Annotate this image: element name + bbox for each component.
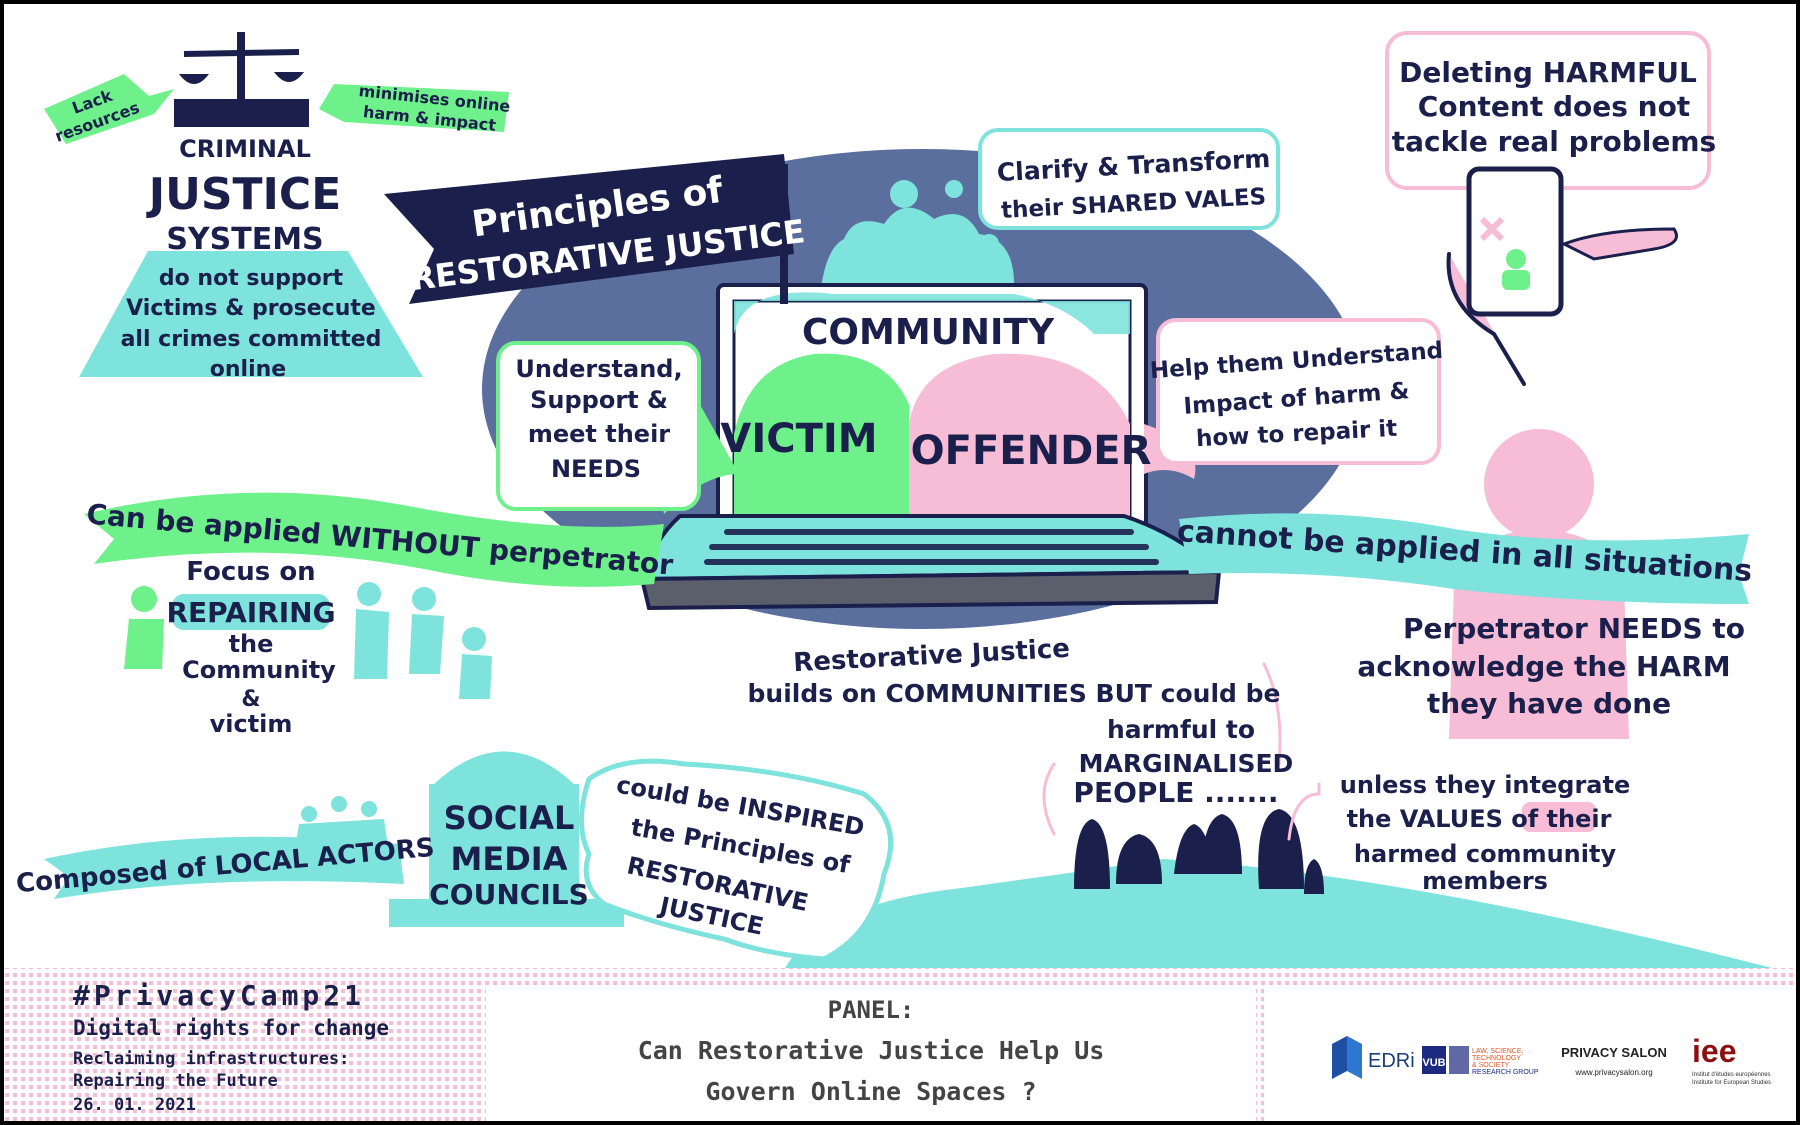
svg-text:RESEARCH GROUP: RESEARCH GROUP xyxy=(1472,1069,1539,1076)
edri-logo: EDRi xyxy=(1332,1036,1415,1079)
teal-hill xyxy=(785,859,1772,968)
svg-text:Institute for European Studies: Institute for European Studies xyxy=(1692,1080,1771,1086)
cj-body-3: all crimes committed xyxy=(121,327,382,352)
svg-text:www.privacysalon.org: www.privacysalon.org xyxy=(1574,1068,1652,1077)
understand-line-1: Understand, xyxy=(515,355,682,383)
svg-text:EDRi: EDRi xyxy=(1368,1050,1415,1072)
unless-line-3: harmed community xyxy=(1354,840,1617,868)
deleting-line-1: Deleting HARMFUL xyxy=(1399,56,1697,89)
footer-tagline: Digital rights for change xyxy=(73,1016,389,1040)
ribbon-without-perpetrator xyxy=(84,492,664,587)
smc-line-2: MEDIA xyxy=(451,840,568,878)
focus-line-4: Community xyxy=(182,656,336,684)
footer-hashtag: #PrivacyCamp21 xyxy=(73,979,365,1012)
communities-line-2: builds on COMMUNITIES BUT could be xyxy=(748,679,1281,708)
understand-line-4: NEEDS xyxy=(551,455,641,483)
inspired-bubble xyxy=(579,758,894,962)
iee-logo: iee Institut d'études européennes Instit… xyxy=(1692,1033,1771,1086)
repairing-highlight xyxy=(172,594,330,630)
smc-line-1: SOCIAL xyxy=(444,799,575,837)
lack-resources-tag xyxy=(44,74,174,144)
svg-text:Institut d'études européennes: Institut d'études européennes xyxy=(1692,1072,1771,1078)
communities-line-1: Restorative Justice xyxy=(793,634,1071,678)
privacy-salon-logo: PRIVACY SALON www.privacysalon.org xyxy=(1561,1045,1667,1077)
cj-body-2: Victims & prosecute xyxy=(126,296,376,321)
deleting-line-3: tackle real problems xyxy=(1392,125,1716,158)
perpetrator-line-1: Perpetrator NEEDS to xyxy=(1403,612,1745,645)
communities-line-3: harmful to xyxy=(1107,715,1255,744)
laptop-illustration xyxy=(639,283,1222,611)
focus-line-1: Focus on xyxy=(186,557,315,587)
focus-line-3: the xyxy=(229,630,274,658)
footer-theme-1: Reclaiming infrastructures: xyxy=(73,1049,349,1069)
cj-title-2: JUSTICE xyxy=(146,169,342,220)
principles-banner xyxy=(384,154,794,304)
cj-title-3: SYSTEMS xyxy=(166,222,323,257)
values-highlight xyxy=(1522,802,1596,832)
ribbon-all-situations xyxy=(1179,513,1749,604)
focus-line-2: REPAIRING xyxy=(166,596,335,629)
unless-line-1: unless they integrate xyxy=(1340,771,1630,799)
svg-text:TECHNOLOGY: TECHNOLOGY xyxy=(1472,1055,1521,1062)
victim-label: VICTIM xyxy=(720,416,877,462)
svg-text:& SOCIETY: & SOCIETY xyxy=(1472,1062,1510,1069)
offender-label: OFFENDER xyxy=(911,428,1152,474)
vub-lsts-logo: VUB LAW, SCIENCE, TECHNOLOGY & SOCIETY R… xyxy=(1422,1046,1539,1076)
community-label: COMMUNITY xyxy=(802,312,1055,353)
cj-body-1: do not support xyxy=(159,266,344,291)
help-box xyxy=(1156,318,1441,465)
smc-line-3: COUNCILS xyxy=(429,878,589,911)
clarify-box xyxy=(978,128,1280,230)
unless-line-2: the VALUES of their xyxy=(1347,805,1612,833)
perpetrator-line-3: they have done xyxy=(1427,687,1671,720)
svg-text:LAW, SCIENCE,: LAW, SCIENCE, xyxy=(1472,1048,1524,1055)
svg-text:VUB: VUB xyxy=(1422,1057,1445,1069)
illustration: Lack resources minimises online harm & i… xyxy=(4,31,1796,1121)
panel-question-2: Govern Online Spaces ? xyxy=(705,1077,1036,1106)
footer-date: 26. 01. 2021 xyxy=(73,1095,196,1115)
phone-icon xyxy=(1446,166,1678,386)
communities-line-4: MARGINALISED xyxy=(1079,749,1294,778)
marginalised-people-icon xyxy=(1074,809,1324,894)
perpetrator-line-2: acknowledge the HARM xyxy=(1357,650,1730,683)
minimises-harm-tag xyxy=(319,84,509,132)
focus-line-5: & xyxy=(241,687,260,712)
panel-box xyxy=(486,987,1256,1121)
cj-title-1: CRIMINAL xyxy=(179,135,311,163)
footer-theme-2: Repairing the Future xyxy=(73,1071,278,1091)
understand-box xyxy=(496,341,701,511)
svg-text:iee: iee xyxy=(1692,1033,1736,1069)
deleting-line-2: Content does not xyxy=(1418,90,1690,123)
understand-line-3: meet their xyxy=(528,420,670,448)
panel-question-1: Can Restorative Justice Help Us xyxy=(638,1036,1105,1065)
local-actors-ribbon xyxy=(44,836,404,899)
svg-text:PRIVACY SALON: PRIVACY SALON xyxy=(1561,1045,1667,1060)
criminal-justice-trapezoid xyxy=(79,251,423,377)
focus-line-6: victim xyxy=(210,710,293,738)
cj-body-4: online xyxy=(210,357,286,382)
panel-label: PANEL: xyxy=(828,996,915,1024)
unless-line-4: members xyxy=(1422,867,1548,895)
understand-line-2: Support & xyxy=(530,386,668,414)
community-people-icon xyxy=(124,582,492,699)
scales-of-justice-icon xyxy=(174,32,309,127)
communities-line-5: PEOPLE ....... xyxy=(1073,776,1278,809)
